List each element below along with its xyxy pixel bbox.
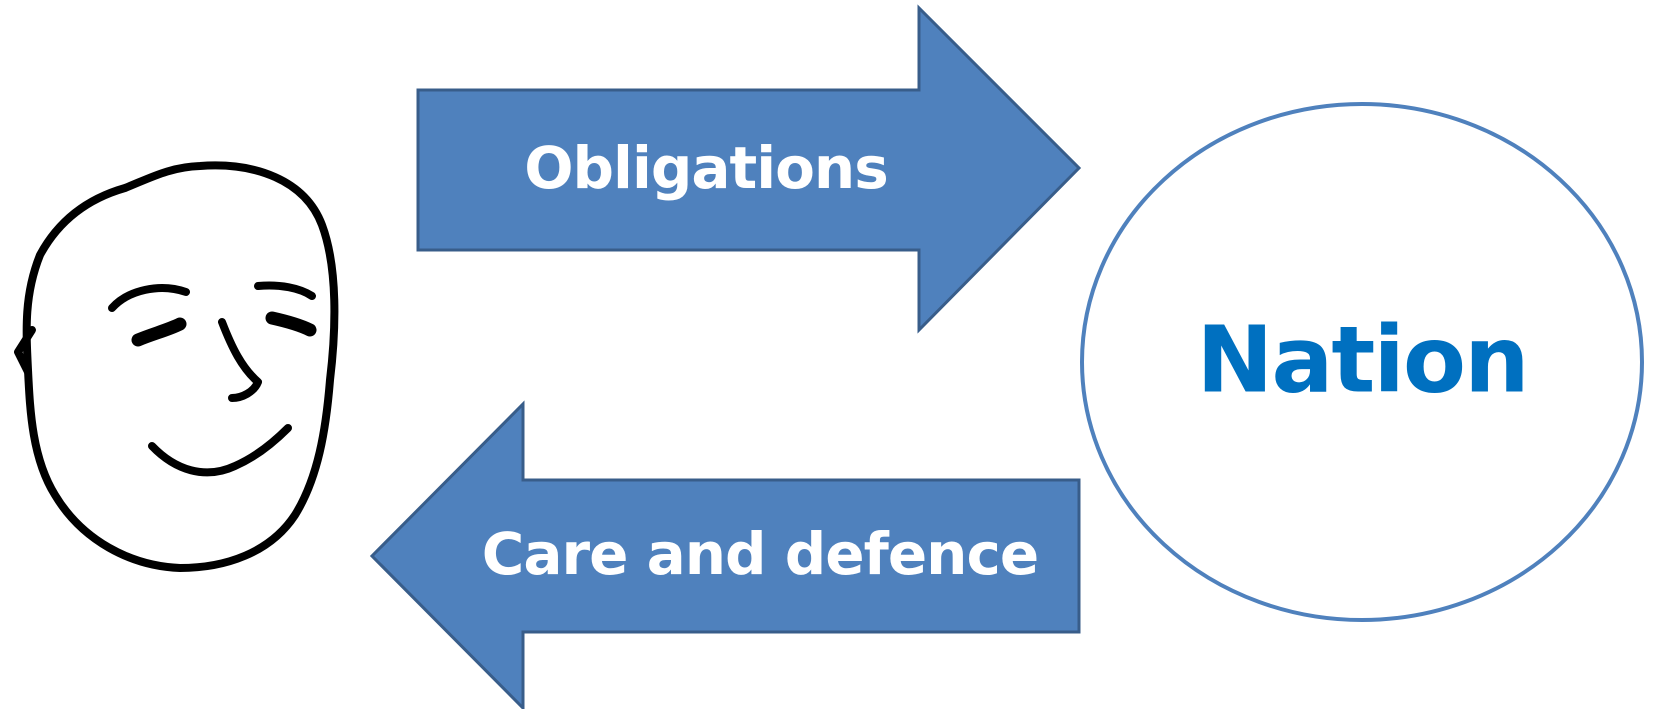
- nation-label: Nation: [1196, 306, 1527, 413]
- left-eyebrow: [108, 284, 190, 312]
- care-and-defence-label: Care and defence: [482, 520, 1038, 588]
- right-eye: [265, 311, 317, 337]
- right-eyebrow: [254, 281, 316, 300]
- nose: [218, 318, 262, 402]
- care-and-defence-arrow-shape: [369, 400, 1081, 709]
- face-outline: [22, 161, 339, 572]
- nation-node: Nation: [1080, 102, 1644, 622]
- left-eye: [131, 317, 187, 347]
- care-and-defence-arrow: Care and defence: [369, 400, 1081, 709]
- obligations-label: Obligations: [524, 134, 888, 202]
- obligations-arrow-shape: [416, 4, 1082, 334]
- obligations-arrow: Obligations: [416, 4, 1082, 334]
- face-ear-notch: [14, 326, 36, 376]
- mouth: [148, 424, 292, 477]
- face-icon: [14, 161, 339, 572]
- nation-circle: [1080, 102, 1644, 622]
